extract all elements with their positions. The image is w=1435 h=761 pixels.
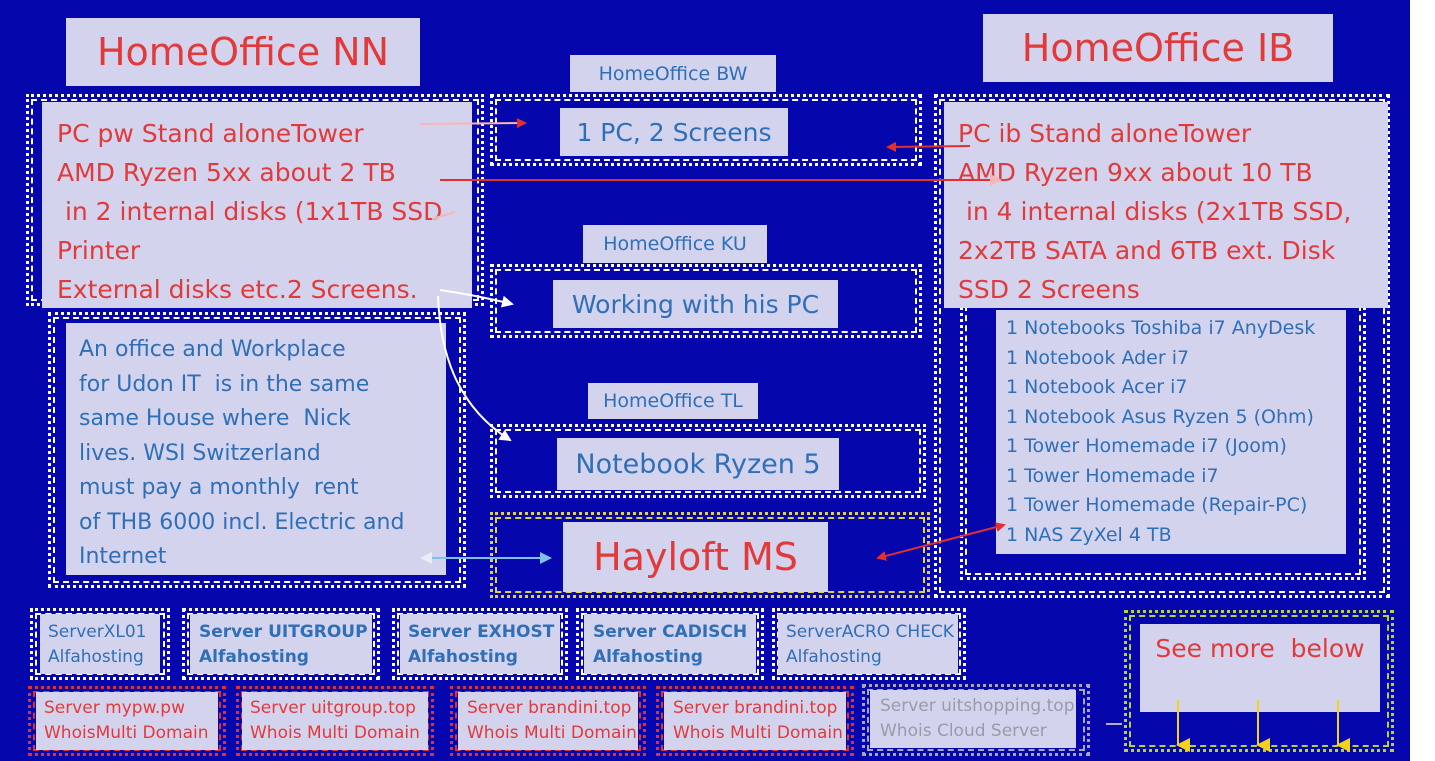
homeoffice-ku-title: HomeOffice KU: [583, 225, 767, 263]
homeoffice-nn-pc-box: PC pw Stand aloneTower AMD Ryzen 5xx abo…: [42, 102, 472, 308]
server-acrocheck-line2: Alfahosting: [786, 647, 882, 667]
ib-device-4: 1 Notebook Asus Ryzen 5 (Ohm): [1006, 405, 1314, 428]
homeoffice-tl-frame: [490, 424, 926, 498]
server-uitgroup-frame: [182, 608, 380, 680]
ib-pc-line-4: 2x2TB SATA and 6TB ext. Disk: [958, 236, 1336, 265]
see-more-box[interactable]: See more below: [1140, 624, 1380, 712]
homeoffice-ib-pc-box: PC ib Stand aloneTower AMD Ryzen 9xx abo…: [944, 102, 1388, 308]
ib-device-5: 1 Tower Homemade i7 (Joom): [1006, 435, 1287, 457]
ib-device-1: 1 Notebooks Toshiba i7 AnyDesk: [1006, 317, 1316, 339]
homeoffice-bw-frame: [490, 94, 922, 166]
nn-pc-line-1: PC pw Stand aloneTower: [57, 119, 364, 148]
server-brandini-2-frame: [656, 686, 854, 756]
homeoffice-tl-title: HomeOffice TL: [588, 383, 758, 419]
hayloft-title-text: Hayloft MS: [593, 535, 798, 579]
homeoffice-nn-title: HomeOffice NN: [66, 18, 420, 86]
ib-device-6: 1 Tower Homemade i7: [1006, 464, 1219, 487]
server-exhost-line1: Server EXHOST: [408, 622, 555, 642]
homeoffice-nn-title-text: HomeOffice NN: [96, 30, 390, 74]
server-exhost-line2: Alfahosting: [408, 647, 518, 667]
hayloft-box: Hayloft MS: [563, 522, 828, 592]
server-mypw-line1: Server mypw.pw: [44, 698, 186, 718]
server-uitgroup-top: Server uitgroup.top Whois Multi Domain: [242, 692, 428, 750]
homeoffice-nn-office-box: An office and Workplace for Udon IT is i…: [66, 323, 446, 575]
right-margin: [1410, 0, 1435, 761]
server-mypw: Server mypw.pw WhoisMulti Domain: [36, 692, 218, 750]
homeoffice-ib-title: HomeOffice IB: [983, 14, 1333, 82]
server-uitshopping-frame: [862, 684, 1090, 756]
nn-office-line-4: lives. WSI Switzerland: [79, 440, 321, 466]
server-uitgroup: Server UITGROUP Alfahosting: [190, 614, 372, 674]
server-uitgroup-top-line2: Whois Multi Domain: [250, 723, 420, 743]
homeoffice-bw-title-text: HomeOffice BW: [598, 62, 748, 85]
ib-pc-line-2: AMD Ryzen 9xx about 10 TB: [958, 158, 1313, 187]
server-cadisch-line1: Server CADISCH: [593, 622, 748, 642]
server-exhost-frame: [392, 608, 568, 680]
ib-device-2: 1 Notebook Ader i7: [1006, 346, 1190, 369]
server-exhost: Server EXHOST Alfahosting: [400, 614, 560, 674]
ib-device-7: 1 Tower Homemade (Repair-PC): [1006, 494, 1308, 516]
server-uitshopping-line1: Server uitshopping.top: [880, 696, 1075, 716]
nn-pc-line-5: External disks etc.2 Screens.: [57, 275, 418, 304]
server-mypw-frame: [28, 686, 226, 756]
server-acrocheck-line1: ServerACRO CHECK: [786, 622, 954, 642]
server-uitgroup-line2: Alfahosting: [199, 647, 309, 667]
server-uitgroup-top-frame: [236, 686, 434, 756]
ib-device-3: 1 Notebook Acer i7: [1006, 376, 1188, 398]
homeoffice-ib-frame: [934, 94, 1390, 598]
nn-office-line-3: same House where Nick: [79, 406, 351, 431]
server-brandini-2-line1: Server brandini.top: [673, 698, 838, 718]
homeoffice-tl-content: Notebook Ryzen 5: [557, 438, 839, 490]
homeoffice-bw-content-text: 1 PC, 2 Screens: [576, 117, 772, 147]
server-cadisch-line2: Alfahosting: [593, 647, 703, 667]
server-acrocheck: ServerACRO CHECK Alfahosting: [778, 614, 958, 674]
server-brandini-1-line1: Server brandini.top: [467, 698, 632, 718]
server-acrocheck-frame: [772, 608, 966, 680]
homeoffice-bw-title: HomeOffice BW: [570, 55, 776, 92]
ib-device-8: 1 NAS ZyXel 4 TB: [1006, 523, 1172, 546]
homeoffice-ku-title-text: HomeOffice KU: [603, 233, 747, 255]
nn-office-line-2: for Udon IT is in the same: [79, 371, 370, 397]
see-more-label: See more below: [1155, 634, 1365, 663]
ib-pc-line-3: in 4 internal disks (2x1TB SSD,: [958, 197, 1352, 226]
server-xl01-frame: [30, 608, 170, 680]
server-cadisch-frame: [576, 608, 764, 680]
server-xl01-line1: ServerXL01: [48, 622, 147, 642]
nn-office-line-6: of THB 6000 incl. Electric and: [79, 509, 405, 535]
server-brandini-1: Server brandini.top Whois Multi Domain: [458, 692, 638, 750]
homeoffice-nn-office-frame: [48, 312, 466, 588]
server-xl01: ServerXL01 Alfahosting: [40, 614, 160, 674]
nn-office-line-5: must pay a monthly rent: [79, 475, 359, 500]
server-uitshopping-line2: Whois Cloud Server: [880, 721, 1047, 741]
server-xl01-line2: Alfahosting: [48, 647, 144, 667]
server-mypw-line2: WhoisMulti Domain: [44, 723, 209, 743]
server-uitshopping: Server uitshopping.top Whois Cloud Serve…: [870, 690, 1076, 748]
nn-pc-line-3: in 2 internal disks (1x1TB SSD: [57, 197, 443, 226]
homeoffice-ku-content: Working with his PC: [553, 280, 838, 328]
server-brandini-2: Server brandini.top Whois Multi Domain: [664, 692, 846, 750]
server-uitgroup-line1: Server UITGROUP: [199, 622, 368, 642]
nn-pc-line-2: AMD Ryzen 5xx about 2 TB: [57, 158, 396, 187]
nn-office-line-1: An office and Workplace: [79, 337, 346, 362]
homeoffice-ib-title-text: HomeOffice IB: [1021, 26, 1295, 70]
nn-pc-line-4: Printer: [57, 236, 141, 265]
server-brandini-1-line2: Whois Multi Domain: [467, 723, 637, 743]
ib-pc-line-1: PC ib Stand aloneTower: [958, 119, 1252, 148]
nn-office-line-7: Internet: [79, 544, 167, 569]
ib-pc-line-5: SSD 2 Screens: [958, 275, 1140, 304]
server-brandini-2-line2: Whois Multi Domain: [673, 723, 843, 743]
homeoffice-ib-devices-box: 1 Notebooks Toshiba i7 AnyDesk 1 Noteboo…: [996, 310, 1346, 554]
homeoffice-ku-content-text: Working with his PC: [571, 289, 820, 319]
homeoffice-tl-title-text: HomeOffice TL: [603, 390, 743, 412]
homeoffice-tl-content-text: Notebook Ryzen 5: [575, 448, 821, 480]
homeoffice-bw-content: 1 PC, 2 Screens: [560, 108, 788, 156]
server-cadisch: Server CADISCH Alfahosting: [584, 614, 756, 674]
server-uitgroup-top-line1: Server uitgroup.top: [250, 698, 416, 718]
server-brandini-1-frame: [450, 686, 646, 756]
